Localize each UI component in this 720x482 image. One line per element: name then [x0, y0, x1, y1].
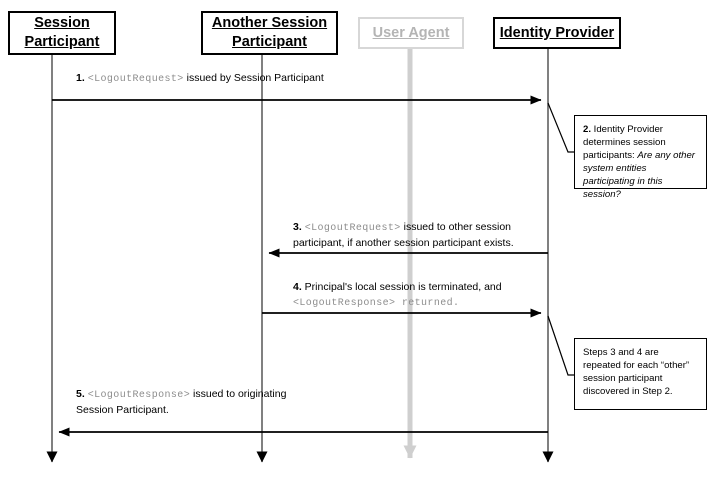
- note-text: Identity Provider determines session par…: [583, 124, 666, 162]
- note-emphasis: Are any other system entities participat…: [583, 150, 696, 201]
- note-leader-repeat: [547, 315, 574, 376]
- message-element-name: <LogoutResponse> returned.: [293, 297, 460, 309]
- actor-header-identity-provider[interactable]: Identity Provider: [493, 17, 621, 49]
- message-text: Principal's local session is terminated,…: [301, 281, 502, 293]
- message-arrows: [52, 95, 548, 437]
- message-number: 3.: [293, 221, 302, 233]
- message-text: issued to originating Session Participan…: [76, 388, 287, 417]
- message-text: issued by Session Participant: [183, 72, 324, 84]
- note-leader-lines: [547, 102, 574, 376]
- actor-label: User Agent: [372, 24, 450, 41]
- actor-header-user-agent[interactable]: User Agent: [358, 17, 464, 49]
- actor-header-session-participant[interactable]: Session Participant: [8, 11, 116, 55]
- message-element-name: <LogoutRequest>: [87, 74, 184, 85]
- message-number: 4.: [293, 281, 302, 293]
- message-label-5: 5. <LogoutResponse> issued to originatin…: [76, 387, 326, 418]
- message-element-name: <LogoutResponse>: [87, 390, 191, 401]
- message-element-name: <LogoutRequest>: [304, 223, 401, 234]
- actor-header-another-session-participant[interactable]: Another Session Participant: [201, 11, 338, 55]
- message-text: issued to other session participant, if …: [293, 221, 514, 250]
- note-leader-step-2: [547, 102, 574, 153]
- note-number: 2.: [583, 124, 592, 135]
- message-label-3: 3. <LogoutRequest> issued to other sessi…: [293, 220, 555, 251]
- message-number: 5.: [76, 388, 85, 400]
- message-number: 1.: [76, 72, 85, 84]
- actor-label: Session Participant: [24, 15, 100, 50]
- actor-label: Identity Provider: [499, 24, 615, 41]
- message-label-4: 4. Principal's local session is terminat…: [293, 280, 555, 311]
- note-step-2: 2. Identity Provider determines session …: [574, 115, 707, 200]
- actor-label: Another Session Participant: [211, 15, 328, 50]
- note-text: Steps 3 and 4 are repeated for each “oth…: [583, 347, 690, 398]
- note-repeat-steps: Steps 3 and 4 are repeated for each “oth…: [574, 338, 707, 410]
- message-label-1: 1. <LogoutRequest> issued by Session Par…: [76, 71, 326, 87]
